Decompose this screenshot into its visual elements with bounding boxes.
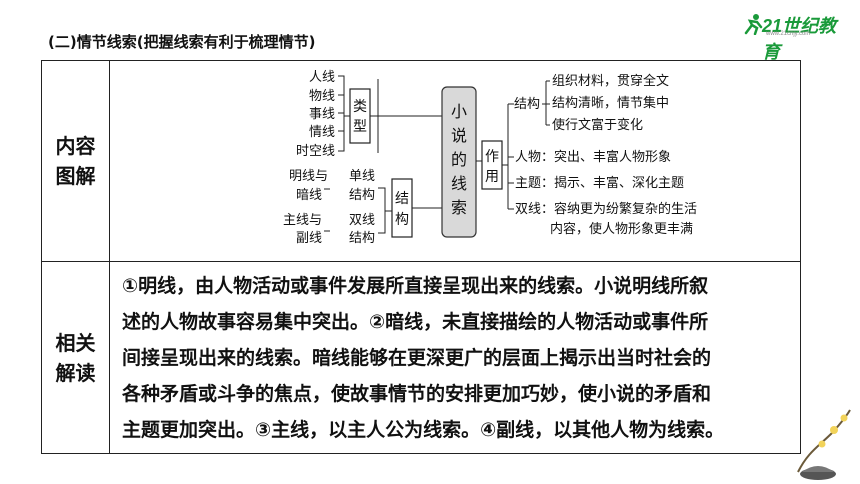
structure-item: 使行文富于变化 [552, 117, 643, 133]
structure-box-char: 结 [395, 191, 409, 207]
reading-line: ①明线，由人物活动或事件发展所直接呈现出来的线索。小说明线所叙 [122, 275, 709, 297]
pair-right: 结构 [349, 188, 375, 203]
function-box-char: 作 [485, 149, 499, 165]
pair-left: 副线 [296, 231, 322, 246]
structure-item: 结构清晰，情节集中 [552, 95, 669, 111]
pair-left: 暗线 [296, 188, 322, 203]
row-label-line: 解读 [55, 360, 96, 385]
pair-right: 双线 [349, 213, 375, 228]
pair-right: 单线 [349, 169, 375, 184]
pair-left: 主线与 [283, 213, 322, 228]
plot-lines-diagram: 人线 物线 事线 情线 时空线 类 型 明线与 [283, 70, 697, 246]
list-item: 时空线 [296, 144, 335, 159]
row-label-line: 内容 [55, 134, 96, 158]
structure-box-char: 构 [395, 212, 409, 228]
row-label-line: 图解 [55, 164, 96, 188]
brand-logo: 21世纪教育 www.21cnjy.com [742, 10, 854, 62]
reading-line: 述的人物故事容易集中突出。②暗线，未直接描绘的人物活动或事件所 [122, 311, 709, 333]
reading-line: 间接呈现出来的线索。暗线能够在更深更广的层面上揭示出当时社会的 [122, 347, 712, 369]
center-box-char: 小 [451, 102, 467, 121]
pair-left: 明线与 [289, 169, 328, 184]
logo-url: www.21cnjy.com [766, 31, 811, 37]
line-types-list: 人线 物线 事线 情线 时空线 [296, 70, 335, 159]
runner-icon [744, 14, 763, 35]
reading-line: 各种矛盾或斗争的焦点，使故事情节的安排更加巧妙，使小说的矛盾和 [122, 383, 712, 405]
function-double-line: 内容，使人物形象更丰满 [550, 221, 693, 237]
center-box-char: 说 [451, 126, 467, 145]
type-box-char: 类 [353, 99, 367, 115]
diagram-row: 内容 图解 人线 物线 事线 情线 时空线 [41, 60, 801, 262]
section-heading: (二)情节线索(把握线索有利于梳理情节) [48, 33, 316, 51]
type-box-char: 型 [353, 119, 367, 135]
diagram-cell: 人线 物线 事线 情线 时空线 类 型 明线与 [109, 60, 801, 262]
center-box-char: 线 [451, 174, 467, 193]
list-item: 人线 [309, 70, 335, 85]
function-theme: 主题：揭示、丰富、深化主题 [515, 175, 684, 191]
center-box-char: 的 [451, 150, 467, 169]
pair-right: 结构 [349, 231, 375, 246]
list-item: 情线 [309, 125, 335, 140]
reading-cell: ①明线，由人物活动或事件发展所直接呈现出来的线索。小说明线所叙 述的人物故事容易… [109, 261, 801, 454]
center-box-char: 索 [451, 198, 467, 217]
function-box-char: 用 [485, 169, 499, 185]
row-label-line: 相关 [55, 330, 96, 355]
function-character: 人物：突出、丰富人物形象 [515, 149, 671, 165]
row-label-reading: 相关 解读 [41, 261, 110, 454]
decorative-plum-blossom-icon [797, 409, 851, 480]
list-item: 物线 [309, 89, 335, 104]
content-table: 内容 图解 人线 物线 事线 情线 时空线 [41, 60, 801, 454]
reading-line: 主题更加突出。③主线，以主人公为线索。④副线，以其他人物为线索。 [122, 419, 725, 441]
row-label-diagram: 内容 图解 [41, 60, 110, 262]
logo-text: 21世纪教育 [762, 16, 837, 62]
function-double-line: 双线：容纳更为纷繁复杂的生活 [515, 201, 697, 217]
reading-row: 相关 解读 ①明线，由人物活动或事件发展所直接呈现出来的线索。小说明线所叙 述的… [41, 261, 801, 454]
list-item: 事线 [309, 107, 335, 122]
structure-item: 组织材料，贯穿全文 [552, 73, 669, 89]
structure-label: 结构 [514, 97, 540, 112]
